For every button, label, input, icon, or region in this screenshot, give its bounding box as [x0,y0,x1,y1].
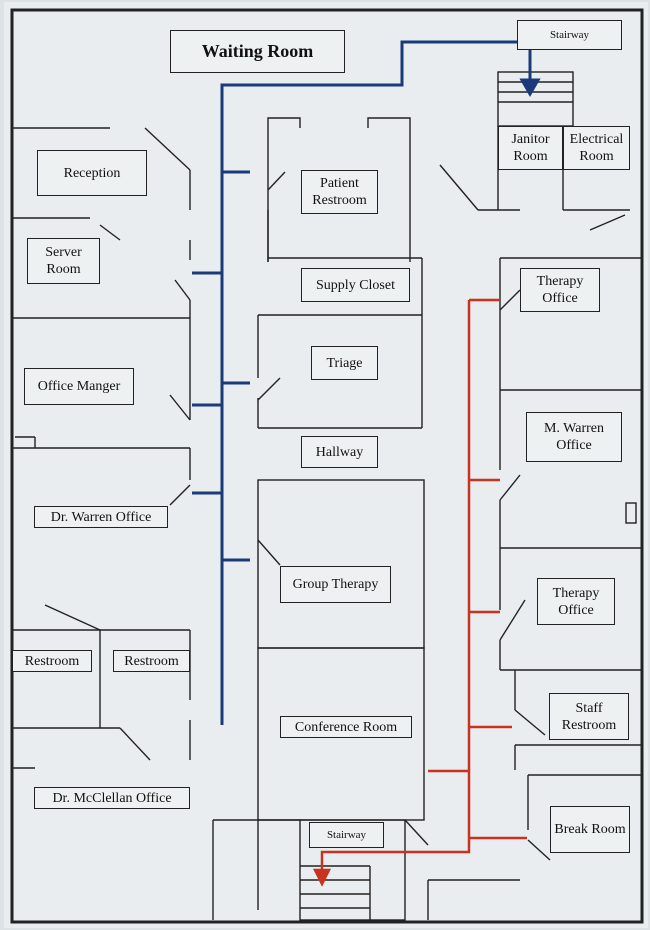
dr-warren-office-label: Dr. Warren Office [34,506,168,528]
stairway-bottom-label: Stairway [309,822,384,848]
blue-evacuation-route [192,40,541,725]
m-warren-office-label: M. Warren Office [526,412,622,462]
dr-mcclellan-office-label: Dr. McClellan Office [34,787,190,809]
triage-label: Triage [311,346,378,380]
supply-closet-label: Supply Closet [301,268,410,302]
reception-label: Reception [37,150,147,196]
restroom-2-label: Restroom [113,650,190,672]
janitor-room-label: Janitor Room [498,126,563,170]
break-room-label: Break Room [550,806,630,853]
group-therapy-label: Group Therapy [280,566,391,603]
restroom-1-label: Restroom [12,650,92,672]
hallway-label: Hallway [301,436,378,468]
office-manager-label: Office Manger [24,368,134,405]
red-evacuation-route [312,298,527,887]
therapy-office-2-label: Therapy Office [537,578,615,625]
waiting-room-label: Waiting Room [170,30,345,73]
patient-restroom-label: Patient Restroom [301,170,378,214]
stairway-top-label: Stairway [517,20,622,50]
server-room-label: Server Room [27,238,100,284]
staff-restroom-label: Staff Restroom [549,693,629,740]
conference-room-label: Conference Room [280,716,412,738]
electrical-room-label: Electrical Room [563,126,630,170]
therapy-office-1-label: Therapy Office [520,268,600,312]
